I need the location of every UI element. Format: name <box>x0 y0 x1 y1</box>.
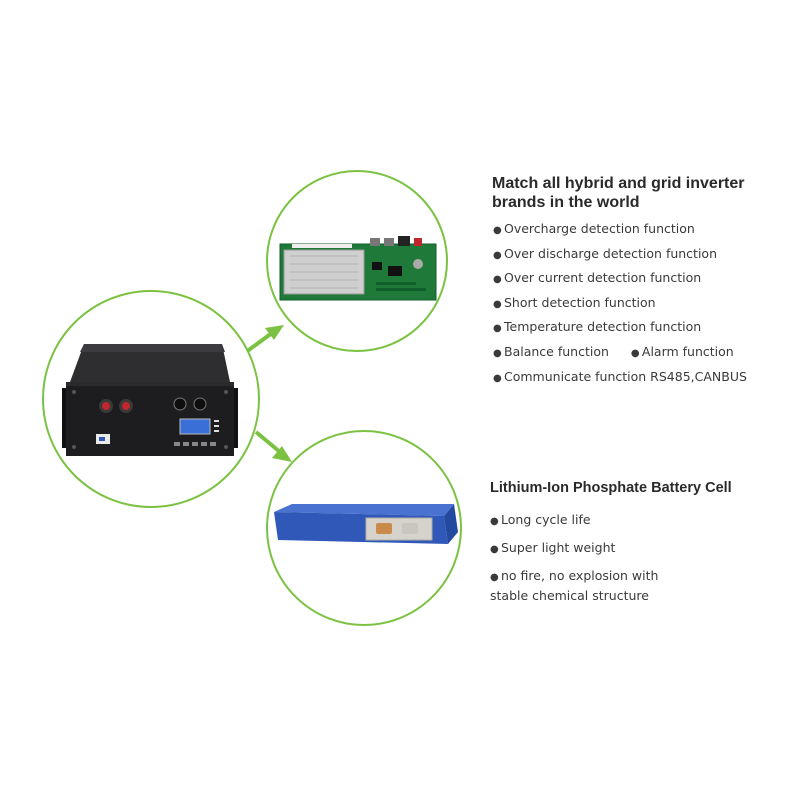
list-item: ●Over discharge detection function <box>493 245 718 261</box>
list-item: ●Short detection function <box>493 294 656 310</box>
list-item: ●Temperature detection function <box>493 319 702 335</box>
bms-board-circle <box>266 170 448 352</box>
list-item: ●Communicate function RS485,CANBUS <box>493 368 747 384</box>
list-item: ●Super light weight <box>490 540 616 555</box>
list-item: ●Long cycle life <box>490 512 591 527</box>
battery-cell-circle <box>266 430 462 626</box>
battery-cell-image <box>274 504 458 544</box>
lcd-screen <box>179 418 211 435</box>
cell-feature-list: ●Long cycle life ●Super light weight ●no… <box>490 511 658 613</box>
heading-line-1: Match all hybrid and grid inverter <box>492 175 745 192</box>
list-item: ●Balance function●Alarm function <box>493 343 734 359</box>
list-item: ●Overcharge detection function <box>493 221 695 236</box>
battery-module-circle <box>42 290 260 508</box>
battery-module-image <box>62 344 238 456</box>
heading-line-2: brands in the world <box>492 194 640 211</box>
list-item: ●no fire, no explosion with stable chemi… <box>490 568 659 603</box>
inverter-compat-heading: Match all hybrid and grid inverter brand… <box>492 174 782 212</box>
cell-terminal-icon <box>376 523 392 534</box>
bms-feature-list: ●Overcharge detection function ●Over dis… <box>493 220 747 392</box>
battery-cell-heading: Lithium-Ion Phosphate Battery Cell <box>490 480 732 496</box>
list-item: ●Over current detection function <box>493 270 702 286</box>
bms-board-image <box>279 236 437 301</box>
